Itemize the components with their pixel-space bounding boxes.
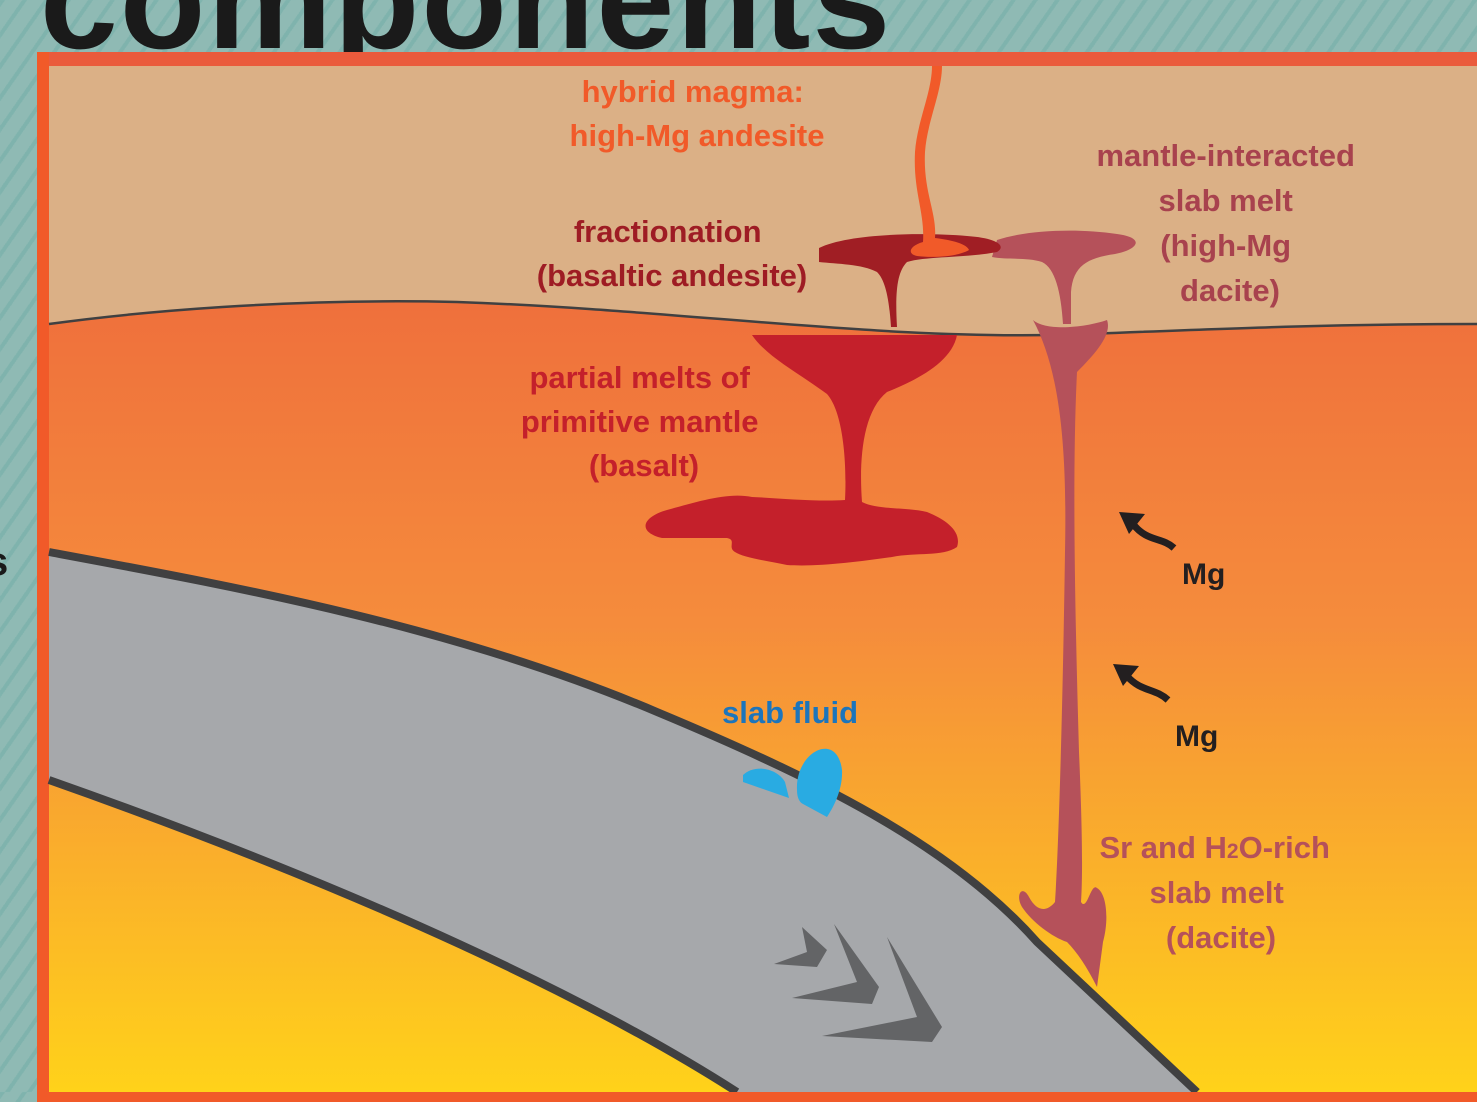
subduction-diagram: hybrid magma: high-Mg andesite fractiona… (37, 52, 1477, 1092)
mg-label-upper: Mg (1182, 558, 1225, 591)
slab-fluid-label: slab fluid (722, 695, 858, 730)
diagram-panel: hybrid magma: high-Mg andesite fractiona… (37, 52, 1477, 1102)
mg-label-lower: Mg (1175, 720, 1218, 753)
left-edge-text-fragment: s (0, 540, 8, 585)
